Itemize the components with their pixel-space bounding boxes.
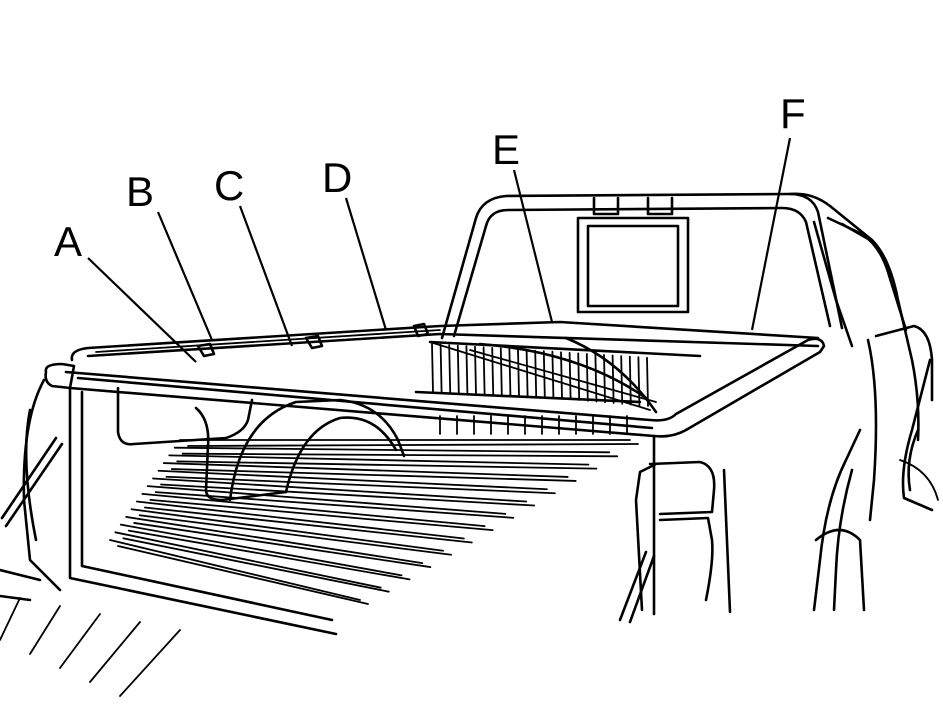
floor-rib (154, 491, 515, 519)
tail-light-housing (634, 434, 732, 616)
leader-c (238, 205, 294, 347)
floor-rib (141, 492, 486, 528)
bed-side-wall (68, 386, 406, 636)
callout-e: E (492, 126, 520, 173)
front-bed-wall (414, 336, 702, 435)
ground-line (0, 597, 21, 641)
leader-f (750, 137, 792, 331)
bed-wall-rib (560, 351, 563, 400)
bed-wall-rib (448, 344, 452, 394)
floor-rib (149, 498, 494, 532)
floor-rib (187, 443, 639, 447)
floor-rib (162, 462, 569, 478)
near-bed-rail (44, 337, 826, 438)
cab-rear-window (440, 192, 844, 340)
floor-rib (133, 522, 432, 568)
callout-b: B (126, 168, 154, 215)
floor-rib (152, 477, 528, 503)
floor-rib (176, 460, 598, 470)
leader-b (156, 211, 214, 341)
floor-rib (138, 514, 452, 556)
floor-rib (173, 446, 611, 454)
callout-f: F (780, 90, 806, 137)
bed-wall-rib (620, 355, 624, 405)
floor-rib (165, 475, 556, 495)
ground-line (29, 605, 61, 655)
bed-floor-corrugations (0, 439, 639, 697)
bed-wall-rib (499, 347, 503, 396)
leader-e (512, 169, 554, 323)
floor-rib (109, 539, 361, 601)
bed-wall-rib (551, 350, 555, 399)
callout-a: A (54, 218, 82, 265)
bed-wall-rib (517, 348, 520, 397)
bed-wall-rib (456, 344, 460, 394)
floor-rib (146, 485, 507, 515)
rear-bumper-left (0, 378, 656, 624)
bed-wall-rib (585, 352, 589, 402)
floor-rib (119, 523, 403, 577)
bed-wall-rib (439, 343, 443, 394)
floor-rib (160, 483, 536, 507)
bed-wall-rib (594, 353, 598, 403)
bed-wall-rib (534, 349, 538, 398)
bed-wall-ribs (431, 343, 649, 407)
bed-wall-rib (542, 350, 546, 398)
callout-leaders (87, 137, 792, 363)
bed-wall-rib (603, 354, 606, 404)
far-bed-rail (70, 320, 820, 362)
ground-line (119, 629, 181, 697)
bed-wall-rib (637, 356, 641, 407)
bed-floor-notches (439, 415, 628, 435)
bed-wall-rib (431, 343, 434, 393)
bed-wall-rib (525, 349, 529, 397)
ground-line (59, 613, 101, 669)
bed-wall-rib (646, 356, 649, 407)
cab-body (788, 192, 939, 612)
floor-rib (168, 454, 590, 466)
bed-wall-rib (465, 345, 469, 395)
floor-rib (125, 516, 424, 564)
leader-a (87, 257, 197, 363)
bed-wall-rib (508, 348, 512, 397)
floor-rib (157, 469, 548, 491)
floor-rib (117, 545, 369, 605)
floor-rib (114, 531, 382, 589)
bed-wall-rib (491, 346, 495, 396)
floor-rib (144, 506, 473, 544)
bed-wall-rib (482, 346, 486, 396)
bed-wall-rib (577, 352, 581, 401)
floor-rib (122, 537, 390, 593)
floor-rib (136, 500, 465, 540)
leader-d (344, 197, 388, 331)
callout-labels: A B C D E F (54, 90, 806, 265)
floor-rib (130, 508, 444, 552)
floor-rib (181, 452, 619, 458)
floor-rib (127, 529, 411, 581)
callout-c: C (214, 162, 244, 209)
floor-rib (170, 468, 577, 482)
ground-line (89, 621, 141, 683)
bed-wall-rib (474, 345, 477, 395)
callout-d: D (322, 154, 352, 201)
